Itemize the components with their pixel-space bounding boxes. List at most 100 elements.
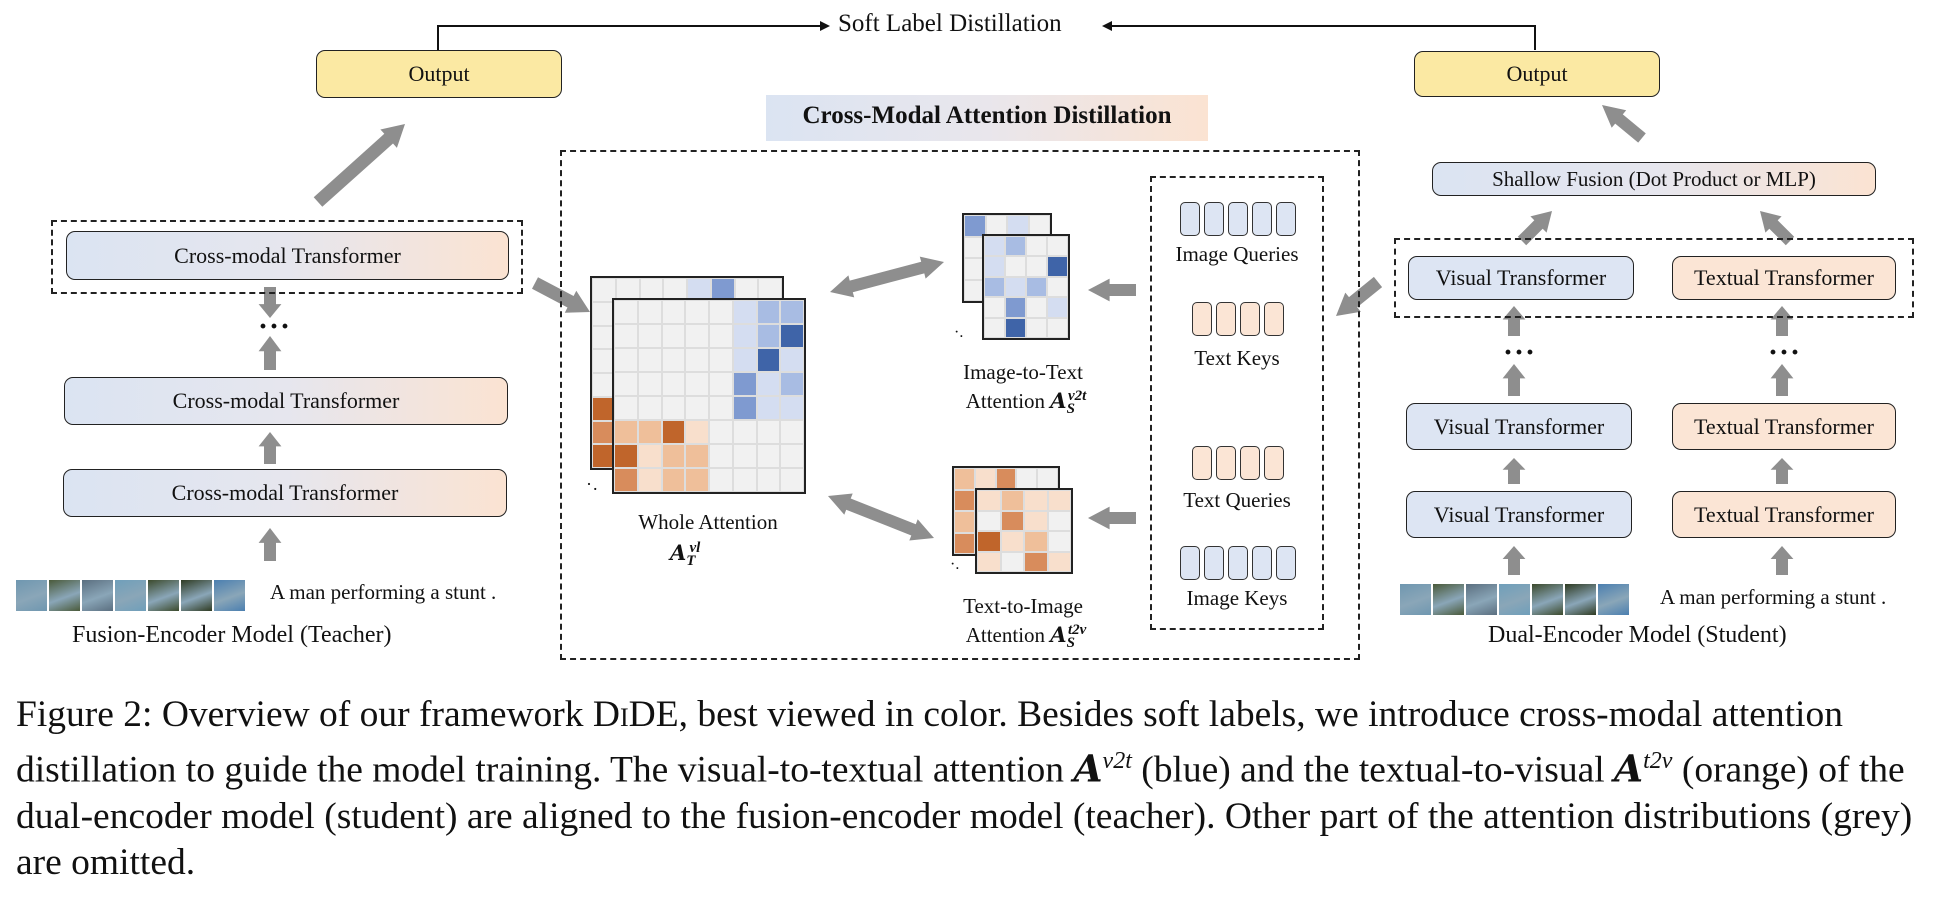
attention-cell xyxy=(780,348,804,372)
attention-cell xyxy=(1047,551,1071,572)
flow-arrow xyxy=(1088,278,1136,302)
image-patch xyxy=(1466,584,1497,615)
attention-cell xyxy=(709,348,733,372)
attention-cell xyxy=(756,468,781,492)
image-patch xyxy=(214,580,245,611)
attention-cell xyxy=(1037,468,1058,490)
attention-cell xyxy=(661,396,686,420)
attention-cell xyxy=(709,444,733,468)
attention-cell xyxy=(780,444,804,468)
attention-cell xyxy=(637,372,662,396)
token-cell xyxy=(1228,546,1248,580)
attention-cell xyxy=(685,324,709,348)
student-textual-ellipsis: ··· xyxy=(1768,336,1802,369)
attention-cell xyxy=(685,444,709,468)
attention-cell xyxy=(661,468,686,492)
attention-cell xyxy=(1005,256,1026,277)
figure-diagram: Soft Label Distillation Output Cross-mod… xyxy=(16,10,1914,660)
attention-cell xyxy=(709,300,733,324)
attention-cell xyxy=(661,372,686,396)
attention-cell xyxy=(614,420,638,444)
attention-cell xyxy=(780,396,804,420)
attention-cell xyxy=(1026,317,1047,338)
attention-cell xyxy=(1024,490,1048,511)
student-visual-transformer-top: Visual Transformer xyxy=(1408,256,1634,300)
attention-cell xyxy=(637,324,662,348)
attention-cell xyxy=(614,468,638,492)
text-keys-label: Text Keys xyxy=(1194,346,1280,370)
token-cell xyxy=(1180,546,1200,580)
attention-cell xyxy=(954,511,975,533)
attention-cell xyxy=(732,300,757,324)
attention-cell xyxy=(732,468,757,492)
image-queries-label: Image Queries xyxy=(1175,242,1299,266)
flow-arrow xyxy=(1502,546,1526,575)
attention-cell xyxy=(637,444,662,468)
attention-cell xyxy=(1000,510,1024,531)
token-cell xyxy=(1252,202,1272,236)
attention-cell xyxy=(1047,317,1068,338)
t2i-label-line1: Text-to-Image xyxy=(963,594,1083,618)
image-patch xyxy=(1532,584,1563,615)
attention-cell xyxy=(709,420,733,444)
attention-cell xyxy=(995,468,1017,490)
student-model-title: Dual-Encoder Model (Student) xyxy=(1488,622,1787,648)
soft-label-line-right xyxy=(1102,21,1536,50)
text-queries-label: Text Queries xyxy=(1183,488,1291,512)
attention-cell xyxy=(685,396,709,420)
attention-cell xyxy=(780,300,804,324)
attention-distillation-dashed-frame xyxy=(560,150,1360,660)
flow-arrow xyxy=(1517,211,1552,246)
attention-cell xyxy=(780,468,804,492)
i2t-attention-matrix-front xyxy=(982,234,1070,340)
token-cell xyxy=(1192,302,1212,336)
attention-cell xyxy=(614,348,638,372)
student-textual-transformer-mid: Textual Transformer xyxy=(1672,403,1896,450)
i2t-more-dots: ·. xyxy=(954,324,964,341)
token-cell xyxy=(1276,546,1296,580)
student-visual-transformer-mid: Visual Transformer xyxy=(1406,403,1632,450)
attention-cell xyxy=(1024,510,1048,531)
attention-cell xyxy=(732,420,757,444)
flow-arrow xyxy=(258,336,282,370)
attention-cell xyxy=(780,372,804,396)
token-cell xyxy=(1180,202,1200,236)
attention-cell xyxy=(661,444,686,468)
attention-cell xyxy=(1026,297,1047,318)
t2i-more-dots: ·. xyxy=(950,556,960,573)
attention-cell xyxy=(1000,531,1024,552)
flow-arrow xyxy=(1088,506,1136,530)
attention-cell xyxy=(1026,236,1047,257)
attention-cell xyxy=(614,396,638,420)
attention-cell xyxy=(1047,297,1068,318)
image-patch xyxy=(1499,584,1530,615)
queries-keys-dashed-frame xyxy=(1150,176,1324,630)
soft-label-line-left xyxy=(437,21,830,50)
attention-cell xyxy=(637,468,662,492)
attention-cell xyxy=(756,372,781,396)
attention-cell xyxy=(756,420,781,444)
shallow-fusion-box: Shallow Fusion (Dot Product or MLP) xyxy=(1432,162,1876,196)
attention-cell xyxy=(984,236,1005,257)
attention-cell xyxy=(1000,490,1024,511)
flow-arrow xyxy=(1770,546,1794,575)
token-cell xyxy=(1240,302,1260,336)
attention-cell xyxy=(614,372,638,396)
flow-arrow xyxy=(1502,458,1526,484)
attention-cell xyxy=(685,348,709,372)
teacher-top-layer-dashed-frame xyxy=(51,220,523,294)
attention-cell xyxy=(756,396,781,420)
attention-cell xyxy=(1047,256,1068,277)
whole-attention-label: Whole Attention xyxy=(638,510,778,534)
attention-cell xyxy=(685,468,709,492)
whole-attention-symbol: ATvl xyxy=(670,540,701,570)
student-visual-transformer-bottom: Visual Transformer xyxy=(1406,491,1632,538)
student-textual-transformer-top: Textual Transformer xyxy=(1672,256,1896,300)
attention-cell xyxy=(709,468,733,492)
attention-cell xyxy=(1047,510,1071,531)
arrow-layer xyxy=(258,21,1795,575)
flow-arrow xyxy=(1770,364,1794,396)
t2i-attention-matrix-front xyxy=(975,488,1073,574)
token-cell xyxy=(1192,446,1212,480)
attention-cell xyxy=(954,468,975,490)
